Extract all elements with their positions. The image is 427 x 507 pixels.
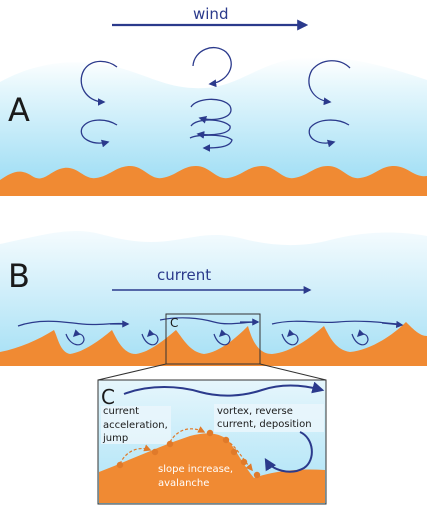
sediment-dot-icon [206, 429, 214, 437]
wind-label: wind [193, 5, 228, 23]
panel-b-water [0, 231, 427, 362]
panel-b-sand [0, 322, 427, 366]
sediment-dot-icon [240, 458, 248, 466]
jump-path [169, 426, 206, 443]
zoom-box [165, 313, 261, 365]
vortex-arrow-icon [264, 431, 313, 473]
note-current-bg [101, 406, 171, 444]
sediment-dot-icon [253, 471, 261, 479]
vortex-arrow-icon [351, 329, 369, 346]
eddy-icon [80, 60, 118, 106]
sediment-dot-icon [222, 436, 230, 444]
panel-a-letter: A [8, 91, 30, 129]
eddy-icon [308, 60, 351, 106]
panel-c: C current acceleration, jump vortex, rev… [97, 379, 327, 505]
panel-a-sand [0, 166, 427, 196]
eddy-icon [192, 47, 232, 88]
eddy-icon [189, 134, 233, 152]
panel-a: wind A [0, 5, 427, 196]
note-slope-line: avalanche [158, 478, 209, 489]
note-slope-line: slope increase, [158, 464, 233, 475]
vortex-arrow-icon [65, 329, 85, 346]
note-current-line: jump [102, 433, 128, 444]
zoom-connector [97, 363, 167, 381]
panel-b: B current C [0, 231, 427, 381]
current-arrow-icon [123, 381, 325, 397]
eddy-icon [308, 119, 350, 148]
eddy-icon [190, 98, 232, 124]
note-vortex-line: vortex, reverse [217, 406, 293, 417]
eddy-icon [80, 119, 118, 148]
vortex-arrow-icon [141, 329, 159, 346]
sediment-dot-icon [230, 448, 238, 456]
panel-a-water [0, 57, 427, 190]
note-current-line: current [103, 406, 139, 417]
note-slope: slope increase, avalanche [158, 464, 236, 489]
zoom-box-label: C [170, 316, 178, 330]
zoom-connector [259, 363, 327, 381]
sediment-dot-icon [151, 448, 159, 456]
sediment-dot-icon [116, 461, 124, 469]
panel-c-letter: C [101, 385, 115, 409]
vortex-arrow-icon [281, 329, 299, 346]
note-current: current acceleration, jump [102, 406, 171, 444]
current-label: current [157, 266, 211, 284]
current-arrow-icon [381, 320, 404, 329]
panel-b-letter: B [8, 257, 30, 295]
note-vortex-bg [214, 404, 324, 432]
note-current-line: acceleration, [103, 420, 168, 431]
note-vortex-line: current, deposition [217, 419, 312, 430]
vortex-arrow-icon [213, 329, 231, 346]
sediment-dot-icon [166, 440, 174, 448]
note-vortex: vortex, reverse current, deposition [217, 406, 312, 430]
